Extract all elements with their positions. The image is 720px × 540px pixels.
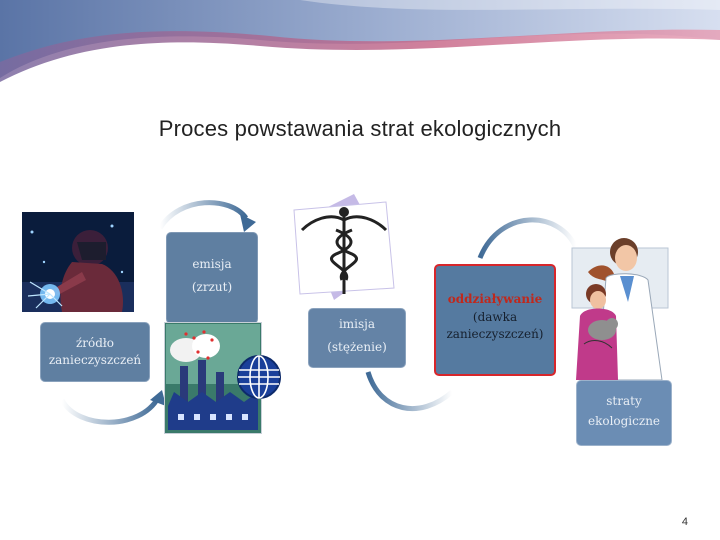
source-label: źródło zanieczyszczeń	[48, 336, 142, 368]
emission-line2: (zrzut)	[191, 279, 233, 294]
arrow-3	[365, 371, 454, 412]
emission-line1: emisja	[192, 257, 232, 271]
arrow-2	[59, 396, 161, 425]
impact-box: oddziaływanie (dawka zanieczyszczeń)	[434, 264, 556, 376]
source-box: źródło zanieczyszczeń	[40, 322, 150, 382]
globe-icon	[237, 355, 281, 399]
doctor-girl-cat-clipart	[571, 238, 669, 380]
immission-line2: (stężenie)	[327, 339, 387, 354]
welder-clipart	[22, 212, 134, 312]
impact-line2: zanieczyszczeń)	[446, 326, 544, 341]
losses-box: straty ekologiczne	[576, 380, 672, 446]
header-swoosh	[0, 0, 720, 82]
caduceus-icon	[293, 194, 395, 300]
page-number: 4	[681, 516, 688, 528]
immission-box: imisja (stężenie)	[308, 308, 406, 368]
emission-box: emisja (zrzut)	[166, 232, 258, 324]
arrow-4	[477, 217, 579, 259]
losses-line2: ekologiczne	[587, 414, 661, 429]
losses-line1: straty	[606, 394, 642, 408]
slide-title: Proces powstawania strat ekologicznych	[158, 116, 562, 141]
impact-line1: (dawka	[472, 310, 518, 325]
impact-title: oddziaływanie	[447, 292, 543, 306]
arrow-1	[157, 200, 249, 230]
immission-line1: imisja	[338, 317, 376, 331]
